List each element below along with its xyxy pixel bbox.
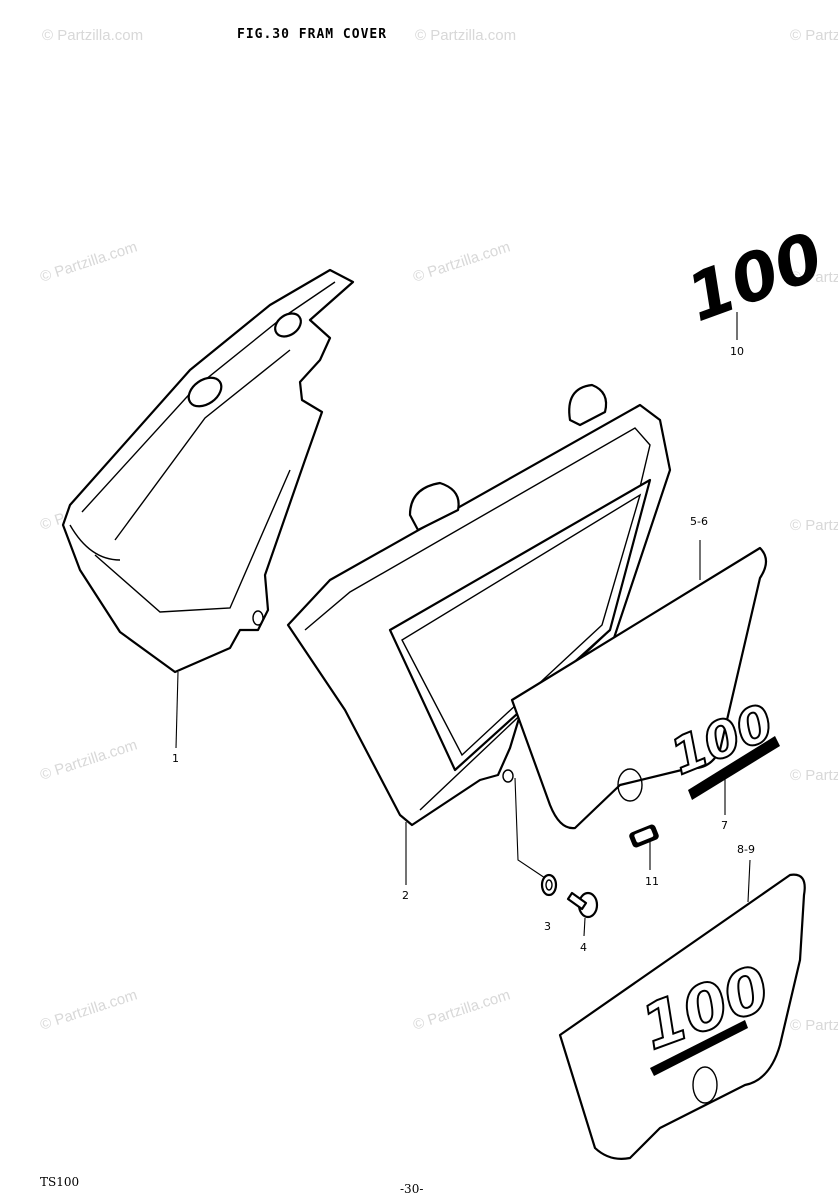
watermark: © Partzilla.com: [411, 986, 512, 1033]
callout-labels: 1 2 3 4 5-6 7 8-9 10 11: [172, 345, 755, 954]
part-1-left-frame-cover: [61, 268, 355, 674]
watermark: © Partzilla.com: [790, 1017, 838, 1034]
part-10-emblem: 100: [677, 218, 833, 337]
callout-7: 7: [721, 819, 728, 832]
callout-5-6: 5-6: [690, 515, 708, 528]
page-number: -30-: [400, 1182, 423, 1196]
callout-1: 1: [172, 752, 179, 765]
watermark: © Partzilla.com: [790, 517, 838, 534]
part-4-screw: [566, 891, 599, 919]
callout-8-9: 8-9: [737, 843, 755, 856]
watermark: © Partzilla.com: [790, 27, 838, 44]
part-11-badge: [629, 824, 659, 848]
watermark: © Partzilla.com: [415, 27, 516, 44]
watermark: © Partzilla.com: [790, 767, 838, 784]
watermark: © Partzilla.com: [38, 736, 139, 783]
watermark: © Partzilla.com: [38, 986, 139, 1033]
callout-2: 2: [402, 889, 409, 902]
watermark: © Partzilla.com: [411, 238, 512, 285]
part-5-6-panel: [510, 546, 768, 830]
callout-11: 11: [645, 875, 659, 888]
model-label: TS100: [40, 1175, 79, 1189]
emblem-100-text: 100: [677, 218, 833, 337]
part-8-9-decal-panel: 100: [558, 873, 806, 1160]
callout-4: 4: [580, 941, 587, 954]
part-3-grommet: [540, 873, 558, 897]
watermark: © Partzilla.com: [790, 269, 838, 286]
callout-3: 3: [544, 920, 551, 933]
figure-title: FIG.30 FRAM COVER: [237, 27, 387, 42]
watermark: © Partzilla.com: [38, 238, 139, 285]
leader-lines: [175, 312, 751, 937]
callout-10: 10: [730, 345, 744, 358]
watermark: © Partzilla.com: [42, 27, 143, 44]
